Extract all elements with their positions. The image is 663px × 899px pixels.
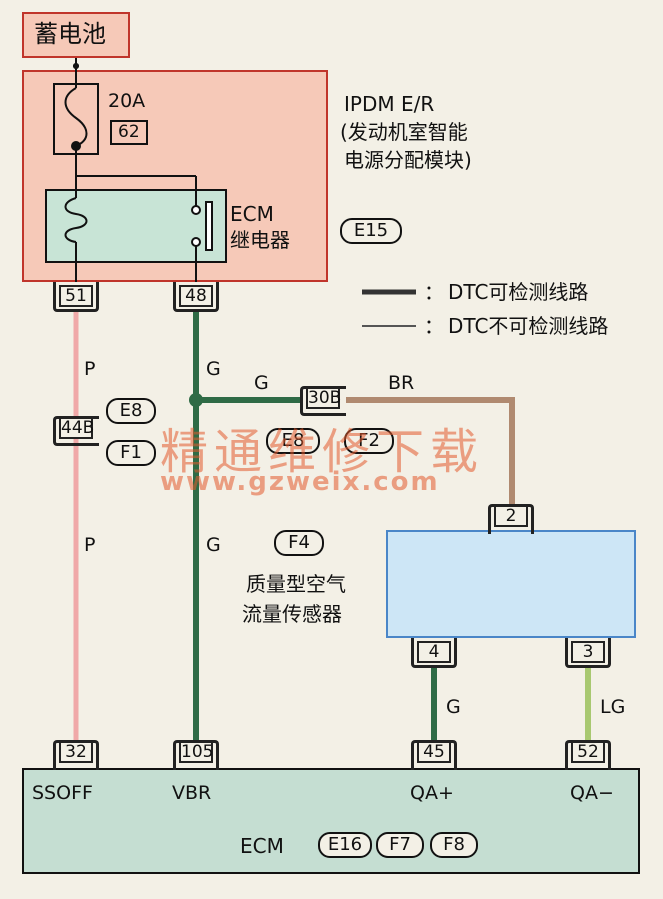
relay-box <box>45 189 227 263</box>
ipdm-desc-2: 电源分配模块) <box>344 148 472 172</box>
battery-label: 蓄电池 <box>34 20 106 48</box>
maf-pin-2: 2 <box>488 502 534 534</box>
ecm-terminal-qa-plus: QA+ <box>410 782 454 804</box>
ecm-pin-32: 32 <box>53 738 99 770</box>
wire-label-lg: LG <box>600 696 626 718</box>
legend-thin-text: DTC不可检测线路 <box>448 314 609 338</box>
legend-thin-colon: ： <box>424 314 444 338</box>
relay-label-name: 继电器 <box>230 228 290 252</box>
ecm-pin-52: 52 <box>565 738 611 770</box>
connector-ref-f4: F4 <box>274 530 324 556</box>
battery-box <box>22 12 130 58</box>
fuse-input-dot <box>73 63 79 69</box>
maf-pin-3: 3 <box>565 638 611 670</box>
ecm-module <box>22 768 640 874</box>
relay-label-ecm: ECM <box>230 202 274 226</box>
legend-thick-colon: ： <box>424 280 444 304</box>
fuse-rating: 20A <box>108 90 146 112</box>
ecm-terminal-qa-minus: QA− <box>570 782 614 804</box>
connector-ref-f8: F8 <box>430 832 478 858</box>
wire-label-g-branch: G <box>254 372 269 394</box>
junction-connector-30b: 30B <box>300 384 346 416</box>
ecm-label: ECM <box>240 834 284 858</box>
maf-label-2: 流量传感器 <box>242 602 342 626</box>
watermark-url: www.gzweix.com <box>160 467 440 497</box>
maf-pin-4: 4 <box>411 638 457 670</box>
wire-label-g-lower: G <box>206 534 221 556</box>
wire-br <box>346 397 515 510</box>
wire-label-g-upper: G <box>206 358 221 380</box>
connector-ref-f2: F2 <box>344 428 394 454</box>
wire-label-p-upper: P <box>84 358 96 380</box>
ecm-pin-105: 105 <box>173 738 219 770</box>
legend-thick-text: DTC可检测线路 <box>448 280 589 304</box>
connector-ref-e16: E16 <box>318 832 372 858</box>
ipdm-title: IPDM E/R <box>344 92 435 116</box>
wire-label-br: BR <box>388 372 415 394</box>
connector-ref-e8-branch: E8 <box>266 428 320 454</box>
relay-contact-a <box>191 205 201 215</box>
wire-label-g-maf: G <box>446 696 461 718</box>
connector-ref-e8: E8 <box>106 398 156 424</box>
connector-ref-e15: E15 <box>340 218 402 244</box>
ecm-terminal-ssoff: SSOFF <box>32 782 93 804</box>
maf-sensor-box <box>386 530 636 638</box>
ipdm-desc-1: (发动机室智能 <box>340 120 468 144</box>
relay-contact-b <box>191 237 201 247</box>
ecm-terminal-vbr: VBR <box>172 782 212 804</box>
ecm-pin-45: 45 <box>411 738 457 770</box>
wire-label-p-lower: P <box>84 534 96 556</box>
fuse-output-node <box>71 141 81 151</box>
fuse-link <box>64 87 88 147</box>
connector-pin-48: 48 <box>173 282 219 314</box>
relay-coil-winding <box>64 197 88 243</box>
connector-pin-51: 51 <box>53 282 99 314</box>
junction-connector-44b: 44B <box>53 414 99 446</box>
relay-switch <box>205 201 213 251</box>
maf-label-1: 质量型空气 <box>246 572 346 596</box>
connector-ref-f1: F1 <box>106 440 156 466</box>
watermark-text: 精通维修下载 <box>160 424 485 480</box>
fuse-number: 62 <box>110 120 148 145</box>
connector-ref-f7: F7 <box>376 832 424 858</box>
